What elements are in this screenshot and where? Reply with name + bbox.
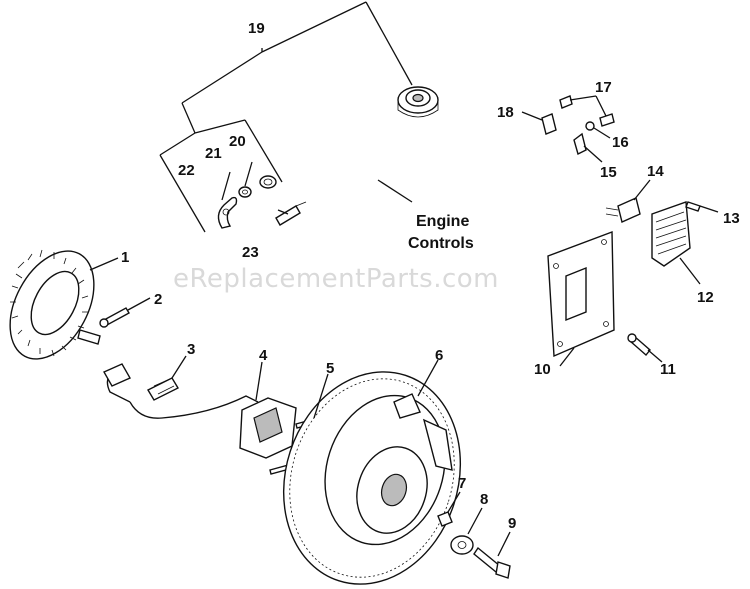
part-16-nut <box>585 121 595 131</box>
callout-19: 19 <box>248 20 265 37</box>
callout-16: 16 <box>612 134 629 151</box>
part-4-ignition-module <box>103 363 297 459</box>
part-22-lever <box>217 196 238 229</box>
part-15-bracket <box>573 132 587 156</box>
callout-18: 18 <box>497 104 514 121</box>
watermark: eReplacementParts.com <box>173 264 499 294</box>
part-19-cap <box>397 86 439 118</box>
callout-15: 15 <box>600 164 617 181</box>
part-10-plate <box>547 230 615 358</box>
part-20-nut <box>259 175 277 189</box>
callout-9: 9 <box>508 515 516 532</box>
callout-11: 11 <box>660 361 676 378</box>
callout-19-bracket <box>159 1 413 233</box>
part-6-flywheel <box>282 371 462 585</box>
callout-7: 7 <box>458 475 466 492</box>
part-2-screw <box>99 307 130 328</box>
callout-4: 4 <box>259 347 268 364</box>
callout-labels: 1 2 3 4 5 6 7 8 9 10 11 12 13 14 15 16 1… <box>121 20 740 532</box>
callout-21: 21 <box>205 145 222 162</box>
part-12-rectifier <box>651 201 691 267</box>
callout-8: 8 <box>480 491 488 508</box>
part-18-clip <box>541 113 557 135</box>
callout-12: 12 <box>697 289 714 306</box>
callout-20: 20 <box>229 133 246 150</box>
part-8-washer <box>450 535 474 555</box>
callout-3: 3 <box>187 341 195 358</box>
callout-10: 10 <box>534 361 551 378</box>
callout-13: 13 <box>723 210 740 227</box>
leader-lines <box>89 95 719 557</box>
callout-14: 14 <box>647 163 664 180</box>
part-14-connector <box>605 197 641 223</box>
part-17-screws <box>559 95 615 127</box>
part-1-stator <box>9 249 101 360</box>
engine-controls-label-line2: Controls <box>408 235 474 252</box>
callout-17: 17 <box>595 79 612 96</box>
part-21-washer <box>238 186 252 198</box>
part-13-screw <box>685 201 701 212</box>
callout-22: 22 <box>178 162 195 179</box>
part-23-stud <box>275 201 307 226</box>
callout-23: 23 <box>242 244 259 261</box>
callout-5: 5 <box>326 360 334 377</box>
part-11-screw <box>627 333 651 357</box>
callout-2: 2 <box>154 291 162 308</box>
part-3-lead <box>147 377 179 401</box>
callout-1: 1 <box>121 249 129 266</box>
part-9-bolt <box>473 546 511 579</box>
engine-controls-label-line1: Engine <box>416 213 469 230</box>
part-7-key <box>437 511 453 527</box>
callout-6: 6 <box>435 347 443 364</box>
